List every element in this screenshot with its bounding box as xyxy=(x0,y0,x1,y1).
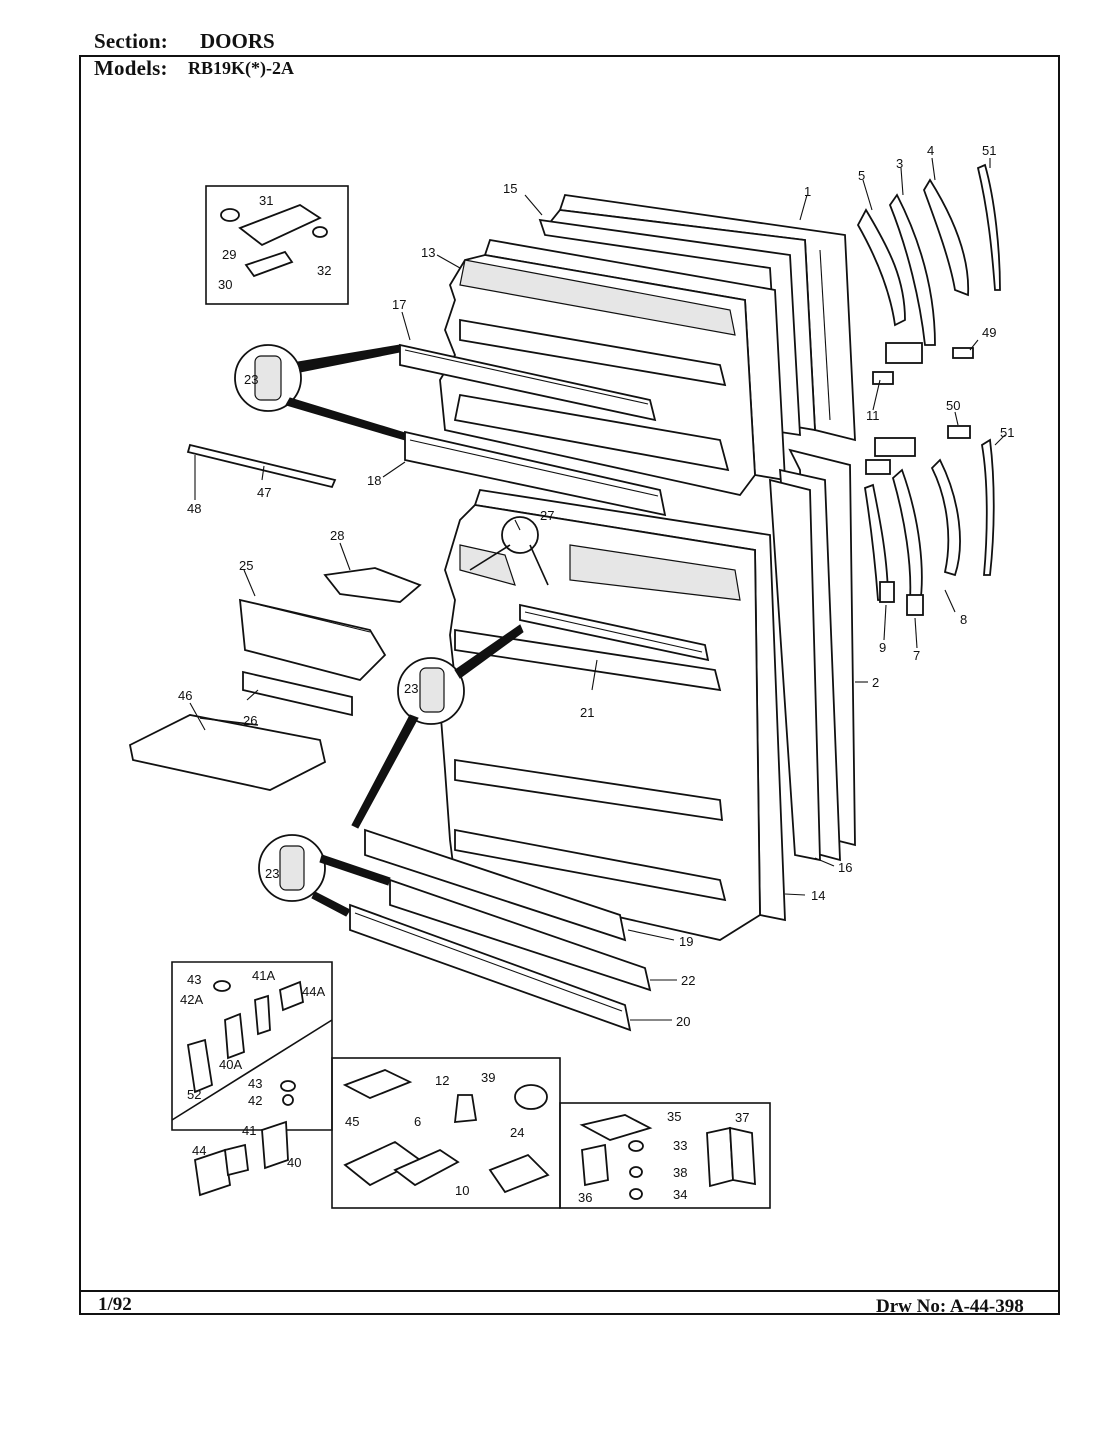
callout-35: 35 xyxy=(667,1109,681,1124)
callout-17: 17 xyxy=(392,297,406,312)
callout-51-lower: 51 xyxy=(1000,425,1014,440)
callout-5: 5 xyxy=(858,168,865,183)
callout-19: 19 xyxy=(679,934,693,949)
models-value: RB19K(*)-2A xyxy=(188,58,294,78)
callout-36: 36 xyxy=(578,1190,592,1205)
callout-39: 39 xyxy=(481,1070,495,1085)
callout-42: 42 xyxy=(248,1093,262,1108)
door-shelf-19 xyxy=(364,828,627,942)
callout-10: 10 xyxy=(455,1183,469,1198)
callout-41A: 41A xyxy=(252,968,275,983)
callout-3: 3 xyxy=(896,156,903,171)
callout-18: 18 xyxy=(367,473,381,488)
callout-23-lower: 23 xyxy=(265,866,279,881)
callout-29: 29 xyxy=(222,247,236,262)
callout-44: 44 xyxy=(192,1143,206,1158)
callout-23-upper: 23 xyxy=(244,372,258,387)
dairy-trim-26 xyxy=(242,670,353,717)
callout-46: 46 xyxy=(178,688,192,703)
callout-labels: 1 2 3 4 5 6 7 8 9 10 11 12 13 14 15 16 1… xyxy=(178,143,1014,1205)
callout-51-upper: 51 xyxy=(982,143,996,158)
callout-52: 52 xyxy=(187,1087,201,1102)
hinge-pin-inset-box xyxy=(559,1102,771,1209)
callout-15: 15 xyxy=(503,181,517,196)
footer-drawing-number: Drw No: A-44-398 xyxy=(876,1296,1024,1317)
callout-40: 40 xyxy=(287,1155,301,1170)
dairy-door-25 xyxy=(238,598,387,682)
callout-16: 16 xyxy=(838,860,852,875)
callout-38: 38 xyxy=(673,1165,687,1180)
shelf-bracket-detail-27 xyxy=(469,516,549,586)
shelf-retainer-detail-lower xyxy=(258,834,391,917)
models-label: Models: xyxy=(94,56,168,80)
callout-6: 6 xyxy=(414,1114,421,1129)
callout-9: 9 xyxy=(879,640,886,655)
callout-43-upper: 43 xyxy=(187,972,201,987)
footer-divider xyxy=(79,1290,1060,1292)
callout-2: 2 xyxy=(872,675,879,690)
callout-8: 8 xyxy=(960,612,967,627)
callout-42A: 42A xyxy=(180,992,203,1007)
drawing-frame xyxy=(79,55,1060,1315)
callout-26: 26 xyxy=(243,713,257,728)
callout-27: 27 xyxy=(540,508,554,523)
callout-41: 41 xyxy=(242,1123,256,1138)
footer-date: 1/92 xyxy=(98,1294,132,1315)
callout-40A: 40A xyxy=(219,1057,242,1072)
egg-tray-46 xyxy=(128,714,327,791)
callout-21: 21 xyxy=(580,705,594,720)
callout-48: 48 xyxy=(187,501,201,516)
callout-34: 34 xyxy=(673,1187,687,1202)
callout-28: 28 xyxy=(330,528,344,543)
fresh-food-door-shelf-21 xyxy=(519,603,710,662)
callout-7: 7 xyxy=(913,648,920,663)
door-shelf-20 xyxy=(349,903,632,1032)
callout-45: 45 xyxy=(345,1114,359,1129)
callout-22: 22 xyxy=(681,973,695,988)
callout-4: 4 xyxy=(927,143,934,158)
callout-49: 49 xyxy=(982,325,996,340)
shelf-retainer-detail-middle xyxy=(351,624,524,829)
shelf-retainer-detail-upper xyxy=(234,344,406,441)
fresh-food-hinge-parts xyxy=(863,425,995,616)
freezer-door-shelf-17 xyxy=(399,343,657,422)
freezer-door-liner xyxy=(439,238,786,497)
callout-37: 37 xyxy=(735,1110,749,1125)
callout-44A: 44A xyxy=(302,984,325,999)
callout-43-lower: 43 xyxy=(248,1076,262,1091)
callout-31: 31 xyxy=(259,193,273,208)
leader-lines xyxy=(189,157,1006,1021)
callout-20: 20 xyxy=(676,1014,690,1029)
callout-50: 50 xyxy=(946,398,960,413)
callout-1: 1 xyxy=(804,184,811,199)
callout-33: 33 xyxy=(673,1138,687,1153)
butter-cover-28 xyxy=(323,567,422,603)
callout-12: 12 xyxy=(435,1073,449,1088)
callout-14: 14 xyxy=(811,888,825,903)
callout-13: 13 xyxy=(421,245,435,260)
callout-24: 24 xyxy=(510,1125,524,1140)
freezer-hinge-parts xyxy=(856,163,1001,385)
hinge-inset-box xyxy=(205,185,349,305)
section-label: Section: xyxy=(94,29,168,53)
callout-23-middle: 23 xyxy=(404,681,418,696)
trim-strip-47 xyxy=(186,443,337,489)
callout-11: 11 xyxy=(866,408,880,423)
callout-25: 25 xyxy=(239,558,253,573)
callout-30: 30 xyxy=(218,277,232,292)
lower-hinge-inset-box xyxy=(171,961,333,1197)
freezer-door-shelf-18 xyxy=(404,430,667,517)
door-shelf-22 xyxy=(389,878,652,992)
callout-32: 32 xyxy=(317,263,331,278)
callout-47: 47 xyxy=(257,485,271,500)
section-value: DOORS xyxy=(200,29,275,53)
